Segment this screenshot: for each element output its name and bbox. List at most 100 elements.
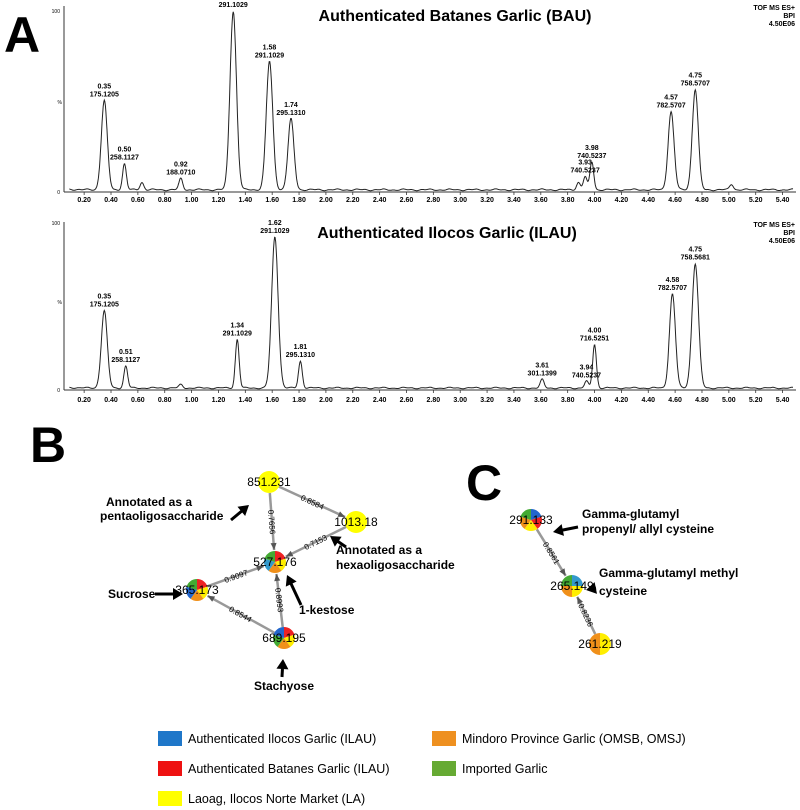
annotation-arrow-head xyxy=(553,524,564,536)
x-tick-label: 3.00 xyxy=(453,197,467,204)
x-tick-label: 5.20 xyxy=(749,197,763,204)
panel-letter-b: B xyxy=(30,417,66,473)
peak-label-mz: 175.1205 xyxy=(90,302,119,309)
detector-scale: 4.50E06 xyxy=(769,238,795,245)
detector-type: BPI xyxy=(783,230,795,237)
x-tick-label: 1.00 xyxy=(185,397,199,404)
y-tick-label: 0 xyxy=(57,388,60,394)
x-tick-label: 1.40 xyxy=(239,397,253,404)
network-node xyxy=(520,509,542,531)
node-slice xyxy=(197,579,208,590)
annotation-propenyl-cysteine: Gamma-glutamyl propenyl/ allyl cysteine xyxy=(582,507,714,536)
annotation-line: Gamma-glutamyl xyxy=(582,507,679,521)
x-tick-label: 3.80 xyxy=(561,197,575,204)
peak-label-rt: 4.75 xyxy=(688,247,702,254)
network-edge xyxy=(285,525,347,558)
node-label: 527.176 xyxy=(253,555,297,569)
x-tick-label: 4.20 xyxy=(615,197,629,204)
x-tick-label: 2.00 xyxy=(319,197,333,204)
x-tick-label: 1.00 xyxy=(185,197,199,204)
edge-weight-label: 0.7656 xyxy=(266,510,277,536)
legend-swatch-ilau xyxy=(158,731,182,746)
node-slice xyxy=(524,520,538,531)
annotation-line: hexaoligosaccharide xyxy=(336,558,455,572)
peak-label-rt: 1.62 xyxy=(268,220,282,227)
x-tick-label: 3.20 xyxy=(480,197,494,204)
trace-line xyxy=(69,236,793,390)
edge-weight-label: 0.8993 xyxy=(273,587,285,613)
node-slice xyxy=(531,509,542,520)
x-tick-label: 2.60 xyxy=(400,397,414,404)
edge-arrowhead xyxy=(337,511,346,517)
x-tick-label: 5.00 xyxy=(722,397,736,404)
peak-label-mz: 291.1029 xyxy=(255,52,284,59)
x-tick-label: 2.00 xyxy=(319,397,333,404)
annotation-arrow-head xyxy=(276,659,289,670)
x-tick-label: 5.20 xyxy=(749,397,763,404)
node-slice xyxy=(277,638,291,649)
trace-line xyxy=(69,11,794,192)
y-tick-label: % xyxy=(58,100,63,106)
annotation-hexaoligosaccharide: Annotated as a hexaoligosaccharide xyxy=(336,543,455,572)
peak-label-rt: 0.35 xyxy=(97,83,111,90)
edge-weight-label: 0.9097 xyxy=(223,568,250,585)
x-tick-label: 5.00 xyxy=(722,197,736,204)
x-tick-label: 1.60 xyxy=(265,197,279,204)
peak-label-rt: 1.58 xyxy=(263,44,277,51)
x-tick-label: 3.60 xyxy=(534,397,548,404)
peak-label-rt: 4.58 xyxy=(666,277,680,284)
y-tick-label: % xyxy=(58,300,63,306)
annotation-arrow-shaft xyxy=(559,525,579,533)
network-node xyxy=(258,471,280,493)
annotation-arrow-head xyxy=(173,588,183,600)
detector-mode: TOF MS ES+ xyxy=(753,5,795,12)
y-tick-label: 100 xyxy=(52,221,61,227)
node-slice xyxy=(273,627,284,638)
x-tick-label: 3.40 xyxy=(507,397,521,404)
annotation-arrow-head xyxy=(330,536,342,547)
x-tick-label: 1.20 xyxy=(212,197,226,204)
node-slice xyxy=(345,511,367,533)
peak-label-mz: 258.1127 xyxy=(111,357,140,364)
node-slice xyxy=(284,627,295,638)
node-slice xyxy=(531,516,542,529)
peak-label-rt: 1.81 xyxy=(294,344,308,351)
edge-weight-label: 0.8236 xyxy=(576,602,595,628)
peak-label-mz: 758.5707 xyxy=(681,80,710,87)
peak-label-mz: 291.1029 xyxy=(219,2,248,9)
x-tick-label: 2.40 xyxy=(373,197,387,204)
peak-label-rt: 0.51 xyxy=(119,349,133,356)
node-slice xyxy=(190,590,204,601)
node-slice xyxy=(275,558,286,571)
node-slice xyxy=(273,634,284,647)
node-slice xyxy=(561,575,572,586)
annotation-stachyose: Stachyose xyxy=(254,679,314,693)
x-tick-label: 1.80 xyxy=(292,197,306,204)
x-tick-label: 4.80 xyxy=(695,397,709,404)
network-edge xyxy=(206,594,275,634)
node-label: 689.195 xyxy=(262,631,306,645)
edge-arrowhead xyxy=(207,595,216,602)
x-tick-label: 0.80 xyxy=(158,197,172,204)
edge-arrowhead xyxy=(285,550,294,557)
annotation-arrows xyxy=(155,505,597,678)
x-tick-label: 1.20 xyxy=(212,397,226,404)
node-slice xyxy=(186,579,197,590)
annotation-line: Annotated as a xyxy=(336,543,422,557)
detector-type: BPI xyxy=(783,13,795,20)
x-tick-label: 0.20 xyxy=(77,397,91,404)
network-edge xyxy=(278,485,346,519)
peak-label-mz: 291.1029 xyxy=(223,330,252,337)
annotation-pentaoligosaccharide: Annotated as a pentaoligosaccharide xyxy=(100,495,224,523)
network-node xyxy=(561,575,583,597)
edge-arrowhead xyxy=(559,568,566,576)
detector-scale: 4.50E06 xyxy=(769,21,795,28)
node-label: 1013.18 xyxy=(334,515,378,529)
x-tick-label: 3.80 xyxy=(561,397,575,404)
chart-title: Authenticated Batanes Garlic (BAU) xyxy=(319,8,592,25)
chromatogram-ilau: Authenticated Ilocos Garlic (ILAU) TOF M… xyxy=(52,220,796,404)
x-tick-label: 1.40 xyxy=(239,197,253,204)
legend-label-imported: Imported Garlic xyxy=(462,762,547,776)
peak-label-mz: 291.1029 xyxy=(260,228,289,235)
